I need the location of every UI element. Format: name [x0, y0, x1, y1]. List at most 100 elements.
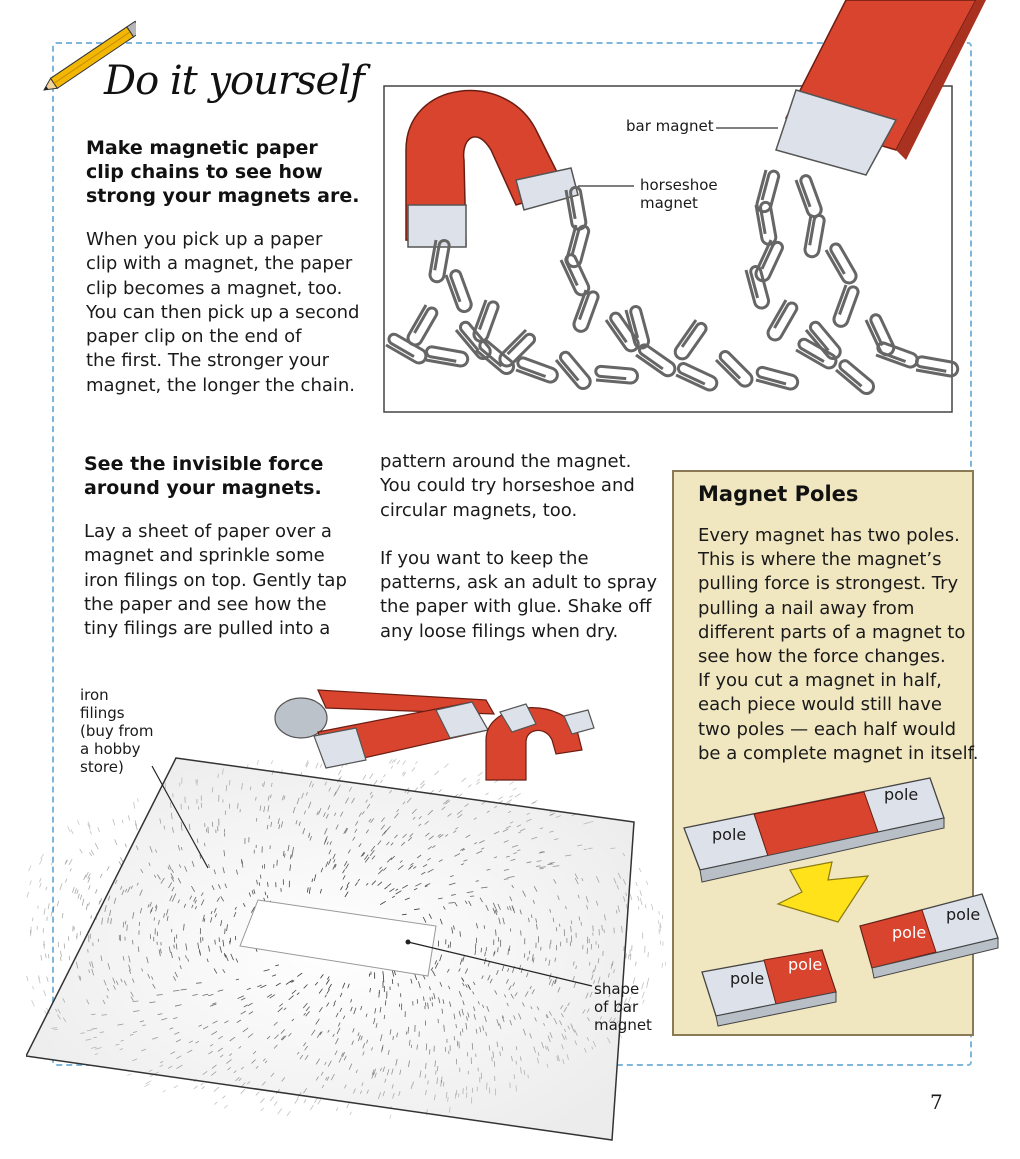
iron-filing	[338, 776, 342, 781]
iron-filing	[79, 894, 83, 900]
iron-filing	[496, 970, 499, 975]
iron-filing	[327, 983, 332, 990]
iron-filing	[289, 864, 291, 871]
iron-filing	[478, 840, 485, 844]
iron-filing	[280, 1035, 285, 1040]
iron-filing	[407, 836, 413, 842]
iron-filing	[597, 976, 601, 984]
iron-filing	[242, 1027, 249, 1033]
iron-filing	[187, 1049, 193, 1054]
iron-filing	[193, 1079, 198, 1083]
iron-filing	[128, 955, 131, 963]
iron-filing	[509, 905, 512, 911]
iron-filing	[170, 1051, 176, 1055]
iron-filing	[370, 845, 376, 852]
iron-filing	[399, 860, 403, 863]
iron-filing	[128, 964, 131, 971]
iron-filing	[241, 858, 243, 864]
iron-filing	[50, 862, 53, 866]
iron-filing	[485, 904, 489, 911]
iron-filing	[64, 859, 68, 865]
iron-filing	[369, 773, 374, 780]
iron-filing	[384, 1078, 387, 1083]
iron-filing	[536, 923, 538, 930]
iron-filing	[588, 847, 593, 849]
iron-filing	[135, 823, 138, 831]
iron-filing	[292, 806, 296, 814]
iron-filing	[413, 888, 418, 891]
iron-filing	[447, 1096, 449, 1102]
iron-filing	[546, 1046, 550, 1052]
iron-filing	[270, 1072, 275, 1078]
bar-magnet-label: bar magnet	[626, 117, 714, 135]
iron-filing	[85, 871, 89, 878]
iron-filing	[360, 851, 365, 857]
iron-filing	[477, 1001, 480, 1005]
iron-filing	[412, 816, 416, 820]
iron-filings-pattern	[26, 758, 666, 1119]
iron-filing	[430, 967, 434, 971]
iron-filing	[324, 835, 328, 843]
iron-filing	[309, 835, 312, 841]
iron-filing	[629, 893, 633, 901]
iron-filing	[462, 982, 465, 987]
iron-filing	[357, 1035, 361, 1042]
iron-filing	[444, 763, 449, 768]
iron-filing	[497, 903, 501, 911]
iron-filing	[202, 914, 205, 922]
iron-filing	[303, 1087, 308, 1094]
small-magnets-drawing	[274, 689, 595, 781]
iron-filing	[390, 842, 394, 846]
iron-filing	[526, 818, 532, 822]
iron-filing	[373, 1018, 376, 1025]
iron-filing	[139, 1020, 145, 1023]
iron-filing	[345, 863, 349, 870]
iron-filing	[328, 849, 332, 855]
iron-filing	[326, 1002, 330, 1007]
iron-filing	[340, 811, 344, 817]
iron-filing	[87, 823, 91, 831]
iron-filing	[516, 824, 522, 828]
iron-filing	[563, 1006, 568, 1013]
iron-filing	[392, 1092, 395, 1099]
heading-line: around your magnets.	[84, 477, 322, 499]
iron-filing	[479, 897, 483, 903]
iron-filing	[591, 974, 594, 980]
iron-filing	[345, 885, 349, 891]
section2-col2: pattern around the magnet. You could try…	[380, 450, 657, 644]
iron-filing	[520, 828, 526, 832]
iron-filing	[318, 808, 322, 815]
iron-filing	[362, 1043, 366, 1049]
iron-filing	[445, 800, 451, 805]
iron-filing	[659, 924, 661, 932]
iron-filing	[210, 917, 213, 923]
iron-filing	[616, 1020, 619, 1025]
iron-filing	[383, 867, 387, 871]
iron-filing	[275, 964, 280, 967]
iron-filing	[389, 888, 395, 893]
iron-filing	[122, 921, 125, 928]
iron-filing	[221, 1095, 226, 1099]
iron-filing	[246, 987, 251, 990]
paper-clip	[425, 345, 470, 368]
iron-filing	[51, 1027, 58, 1029]
iron-filing	[155, 849, 157, 853]
iron-filing	[475, 781, 480, 785]
paper-clip	[554, 350, 592, 391]
iron-filing	[328, 787, 332, 792]
iron-filing	[252, 1050, 257, 1055]
iron-filing	[200, 892, 204, 897]
iron-filing	[475, 943, 477, 950]
iron-filing	[601, 924, 603, 931]
iron-filing	[438, 897, 443, 900]
label-line: magnet	[640, 194, 698, 212]
paper-clip	[498, 328, 537, 368]
iron-filing	[52, 905, 55, 912]
iron-filing	[362, 1051, 365, 1056]
body-line: the first. The stronger your	[86, 350, 330, 372]
iron-filing	[131, 978, 135, 983]
iron-filing	[337, 784, 341, 791]
iron-filing	[428, 913, 432, 919]
iron-filing	[427, 846, 433, 850]
iron-filing	[218, 884, 221, 889]
